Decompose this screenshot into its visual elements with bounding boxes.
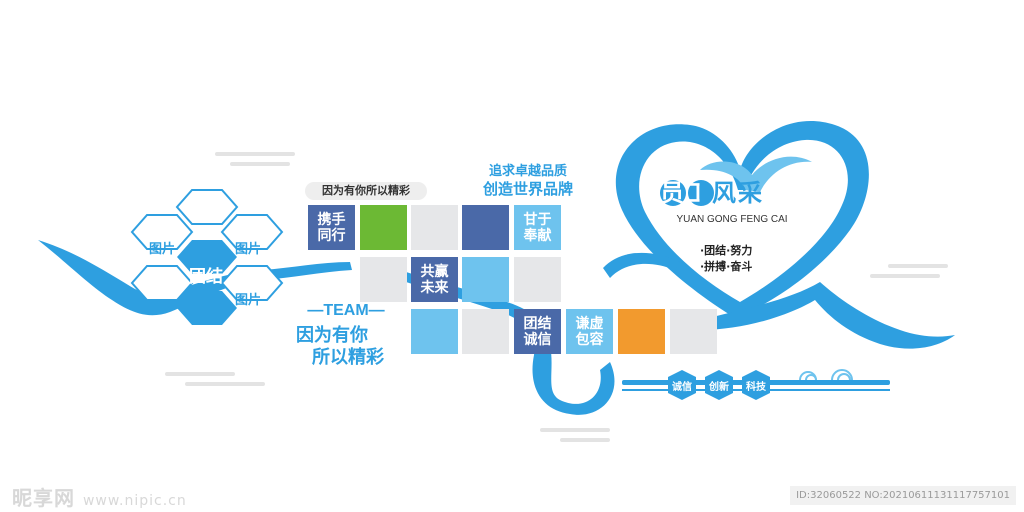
- cloud-decoration: [165, 372, 235, 376]
- tile-hand-in-hand: 携手同行: [308, 205, 355, 250]
- hex-bottom: [177, 291, 237, 325]
- title-circle: [660, 180, 686, 206]
- photo-placeholder: [618, 309, 665, 354]
- hex-top-right: [220, 214, 284, 250]
- photo-placeholder: [514, 257, 561, 302]
- heart-title: 员工风采: [660, 179, 764, 207]
- hex-center-label: 团结: [189, 267, 223, 287]
- team-label: —TEAM—: [307, 302, 385, 319]
- cloud-decoration: [870, 274, 940, 278]
- hex-right: [220, 265, 284, 301]
- team-line1: 因为有你: [296, 325, 368, 346]
- heart-pinyin: YUAN GONG FENG CAI: [676, 214, 788, 225]
- hex-picture-label: 图片: [234, 293, 261, 308]
- hex-top-left: [175, 189, 239, 225]
- right-ribbon: [700, 282, 955, 349]
- image-id-bar: ID:32060522 NO:20210611131117757101: [790, 486, 1016, 505]
- banner-top: 因为有你所以精彩: [305, 182, 427, 200]
- tile-win-win: 共赢未来: [411, 257, 458, 302]
- value-integrity: 诚信: [672, 382, 692, 393]
- hex-picture-label: 图片: [234, 242, 261, 257]
- hex-left: [130, 214, 194, 250]
- quality-line2: 创造世界品牌: [482, 180, 573, 198]
- photo-placeholder: [360, 257, 407, 302]
- photo-placeholder: [360, 205, 407, 250]
- tile-humility: 谦虚包容: [566, 309, 613, 354]
- heart-shape: [615, 121, 869, 318]
- hexagon-cluster: [130, 189, 284, 325]
- title-circle: [688, 180, 714, 206]
- cloud-decoration: [888, 264, 948, 268]
- cloud-decoration: [560, 438, 610, 442]
- cloud-decoration: [185, 382, 265, 386]
- value-technology: 科技: [746, 382, 766, 393]
- photo-placeholder: [670, 309, 717, 354]
- hex-center: [177, 240, 237, 274]
- team-line2: 所以精彩: [312, 347, 384, 368]
- photo-placeholder: [462, 257, 509, 302]
- hex-picture-label: 图片: [148, 242, 175, 257]
- heart-motto-2: ·拼搏·奋斗: [700, 260, 753, 273]
- quality-line1: 追求卓越品质: [488, 164, 567, 179]
- tile-unity-integrity: 团结诚信: [514, 309, 561, 354]
- photo-placeholder: [462, 205, 509, 250]
- photo-placeholder: [411, 309, 458, 354]
- cloud-decoration: [540, 428, 610, 432]
- hex-bottom-left: [130, 265, 194, 301]
- photo-placeholder: [462, 309, 509, 354]
- photo-placeholder: [411, 205, 458, 250]
- cloud-decoration: [215, 152, 295, 156]
- tile-dedication: 甘于奉献: [514, 205, 561, 250]
- cloud-decoration: [230, 162, 290, 166]
- value-innovation: 创新: [709, 382, 729, 393]
- left-ribbon: [38, 240, 352, 316]
- watermark: 昵享网 www.nipic.cn: [12, 486, 187, 510]
- wave-icon: [799, 369, 853, 381]
- values-hex-row: [668, 370, 770, 400]
- heart-motto-1: ·团结·努力: [700, 244, 753, 257]
